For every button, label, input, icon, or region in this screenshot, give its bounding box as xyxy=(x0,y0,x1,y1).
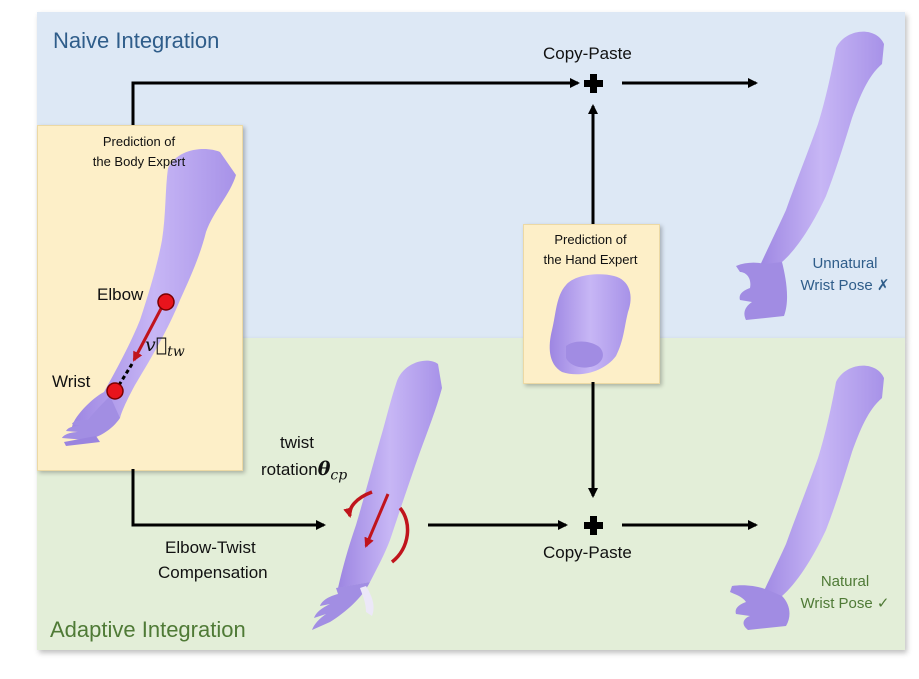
compensated-arm-mesh xyxy=(312,360,442,630)
flow-arrow-body-to-compensation xyxy=(131,469,326,530)
twist-rotation-label: rotationθcp xyxy=(261,458,347,483)
body-expert-label-line1: Prediction of xyxy=(102,134,176,149)
body-expert-arm-mesh xyxy=(62,149,236,446)
wrist-joint-marker xyxy=(106,382,124,400)
copy-paste-top-label: Copy-Paste xyxy=(543,44,632,63)
theta-symbol: θ xyxy=(317,458,331,480)
unnatural-label-line2: Wrist Pose ✗ xyxy=(800,277,890,294)
hand-expert-mesh xyxy=(549,274,631,375)
naive-integration-title: Naive Integration xyxy=(53,28,220,53)
twist-direction-arrow xyxy=(364,493,390,548)
compensation-label-line1: Elbow-Twist xyxy=(165,538,256,557)
vector-tw-label: v⃗tw xyxy=(145,334,185,360)
unnatural-label-line1: Unnatural xyxy=(812,255,878,272)
flow-arrow-body-to-top-copy xyxy=(131,78,580,125)
elbow-label: Elbow xyxy=(97,285,144,304)
vector-subscript: tw xyxy=(167,343,185,360)
theta-subscript: cp xyxy=(330,467,348,484)
natural-label-line1: Natural xyxy=(820,573,870,590)
compensation-label-line2: Compensation xyxy=(158,563,268,582)
plus-icon-top xyxy=(584,74,603,93)
twist-label-line2: rotation xyxy=(261,460,318,479)
twist-label-line1: twist xyxy=(280,433,314,452)
plus-icon-bottom xyxy=(584,516,603,535)
wrist-label: Wrist xyxy=(52,372,91,391)
natural-result-arm-mesh xyxy=(730,365,884,630)
adaptive-integration-title: Adaptive Integration xyxy=(50,617,246,642)
unnatural-result-arm-mesh xyxy=(736,31,884,320)
copy-paste-bottom-label: Copy-Paste xyxy=(543,543,632,562)
elbow-wrist-dashed-line xyxy=(114,363,134,391)
twist-rotation-arrow-left xyxy=(343,490,373,518)
elbow-wrist-vector-arrow xyxy=(132,302,166,362)
vector-symbol: v⃗ xyxy=(145,334,168,356)
natural-label-line2: Wrist Pose ✓ xyxy=(800,595,890,612)
twist-rotation-arrow-right xyxy=(390,506,410,564)
hand-expert-label-line1: Prediction of xyxy=(554,232,627,247)
body-expert-label-line2: the Body Expert xyxy=(92,154,186,169)
elbow-joint-marker xyxy=(157,293,175,311)
hand-expert-label-line2: the Hand Expert xyxy=(543,252,638,267)
